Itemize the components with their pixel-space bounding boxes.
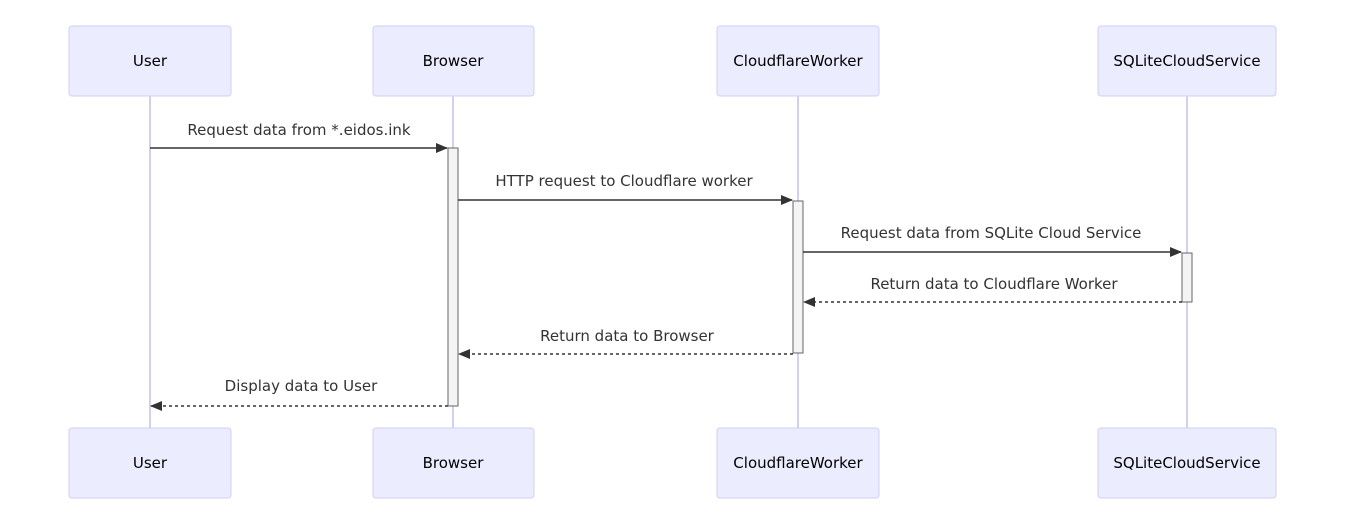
messages: Request data from *.eidos.ink HTTP reque… — [150, 121, 1182, 411]
actor-sqlite-cloud-service-bottom: SQLiteCloudService — [1097, 427, 1277, 499]
actor-box — [372, 427, 535, 499]
actor-sqlite-cloud-service-top: SQLiteCloudService — [1097, 25, 1277, 97]
message-4: Return data to Cloudflare Worker — [803, 275, 1182, 307]
message-2: HTTP request to Cloudflare worker — [458, 172, 793, 205]
activation-cloudflare-worker — [792, 200, 804, 354]
message-3: Request data from SQLite Cloud Service — [803, 224, 1182, 257]
actor-box — [716, 25, 880, 97]
message-1: Request data from *.eidos.ink — [150, 121, 448, 153]
actor-cloudflare-worker-top: CloudflareWorker — [716, 25, 880, 97]
actor-label: User — [133, 52, 168, 70]
actor-box — [716, 427, 880, 499]
message-label: Display data to User — [225, 377, 378, 395]
message-label: Return data to Browser — [540, 327, 715, 345]
actors-top: User Browser CloudflareWorker SQLiteClou… — [68, 25, 1277, 97]
actor-browser-bottom: Browser — [372, 427, 535, 499]
message-label: Return data to Cloudflare Worker — [870, 275, 1118, 293]
actor-label: SQLiteCloudService — [1113, 454, 1260, 472]
message-6: Display data to User — [150, 377, 448, 411]
actor-cloudflare-worker-bottom: CloudflareWorker — [716, 427, 880, 499]
activation-browser — [447, 147, 459, 407]
actor-box — [1097, 25, 1277, 97]
message-label: Request data from *.eidos.ink — [187, 121, 411, 139]
actor-label: CloudflareWorker — [733, 52, 863, 70]
actor-browser-top: Browser — [372, 25, 535, 97]
actor-box — [68, 25, 232, 97]
actor-box — [1097, 427, 1277, 499]
actor-label: CloudflareWorker — [733, 454, 863, 472]
actor-label: User — [133, 454, 168, 472]
actor-label: Browser — [423, 454, 485, 472]
actor-user-bottom: User — [68, 427, 232, 499]
actor-box — [372, 25, 535, 97]
message-5: Return data to Browser — [458, 327, 793, 359]
activation-sqlite-cloud-service — [1181, 252, 1193, 303]
actor-box — [68, 427, 232, 499]
actor-label: SQLiteCloudService — [1113, 52, 1260, 70]
actor-user-top: User — [68, 25, 232, 97]
message-label: Request data from SQLite Cloud Service — [841, 224, 1142, 242]
activations — [447, 147, 1193, 407]
message-label: HTTP request to Cloudflare worker — [495, 172, 753, 190]
actor-label: Browser — [423, 52, 485, 70]
actors-bottom: User Browser CloudflareWorker SQLiteClou… — [68, 427, 1277, 499]
